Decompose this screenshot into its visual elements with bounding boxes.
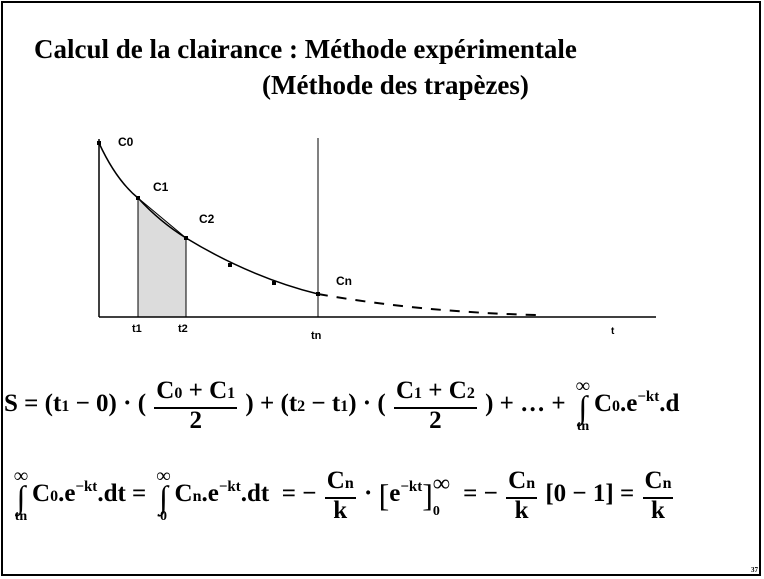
eq2-lim-lower: 0 — [432, 503, 440, 519]
label-c2: C2 — [199, 212, 215, 226]
eq2-exponent: −kt — [75, 479, 98, 496]
right-bracket-icon: ] — [422, 477, 433, 513]
eq1-frac2-den: 2 — [429, 407, 442, 434]
data-point — [184, 236, 188, 240]
eq1-frac1-num: C — [156, 377, 175, 404]
eq1-tail-b: .e — [620, 390, 638, 418]
eq1-term1-b: − 0) · ( — [75, 390, 147, 418]
eq2-bracket-result: [0 − 1] = — [545, 480, 635, 508]
decay-curve-extrapolation — [317, 293, 537, 316]
eq2-fraction-1: Cn k — [324, 467, 356, 524]
eq2-equals-minus-2: = − — [463, 480, 498, 508]
eq1-sub: 2 — [297, 398, 306, 416]
eq1-frac2-plus: + C — [428, 377, 467, 404]
eq2-int2-lower: 0 — [160, 508, 168, 524]
eq2-sub: n — [526, 475, 536, 492]
eq2-a-b: .e — [58, 480, 76, 508]
eq2-limits: ∞0 — [432, 470, 457, 519]
eq2-exponent: −kt — [218, 479, 241, 496]
data-point — [97, 141, 101, 145]
equation-area-sum: S = (t1 − 0) · ( C0 + C1 2 ) + (t2 − t1)… — [4, 374, 680, 434]
eq1-int-lower: tn — [576, 418, 590, 434]
eq2-integral-1: ∞ ∫ tn — [10, 464, 32, 524]
decay-curve-solid — [98, 142, 319, 295]
integral-sign-icon: ∫ — [159, 478, 168, 515]
eq2-frac3-den: k — [651, 497, 665, 524]
eq2-b-c: .dt — [240, 480, 270, 508]
eq2-integral-2: ∞ ∫ 0 — [153, 464, 175, 524]
eq1-frac2-num: C — [395, 377, 415, 404]
eq1-lhs: S — [4, 390, 18, 418]
eq2-sub: n — [192, 488, 202, 506]
eq2-dot: · — [363, 480, 373, 508]
label-t: t — [611, 326, 615, 337]
eq2-int2-upper: ∞ — [156, 464, 171, 487]
eq2-fraction-2: Cn k — [506, 467, 538, 524]
trapezoid-area — [137, 196, 187, 318]
eq2-a: C — [32, 480, 51, 508]
eq1-sub: 0 — [174, 385, 183, 402]
eq1-sub: 0 — [612, 398, 620, 416]
label-c0: C0 — [118, 135, 134, 149]
integral-sign-icon: ∫ — [16, 478, 26, 515]
data-point — [228, 263, 232, 267]
concentration-time-diagram: C0 C1 C2 Cn t1 t2 tn t — [97, 135, 656, 342]
label-cn: Cn — [336, 274, 352, 288]
eq1-term2-a: ) + (t — [245, 390, 298, 418]
eq1-sub: 1 — [227, 385, 236, 402]
eq2-frac2-den: k — [514, 497, 529, 524]
eq2-frac2-num: C — [508, 467, 527, 494]
eq1-term1-a: (t — [44, 390, 62, 418]
eq2-sub: n — [344, 475, 354, 492]
eq1-integral: ∞ ∫ tn — [572, 374, 594, 434]
eq1-sub: 1 — [340, 398, 349, 416]
eq2-fraction-3: Cn k — [642, 467, 674, 524]
integral-sign-icon: ∫ — [578, 388, 588, 425]
eq1-frac1-plus: + C — [188, 377, 228, 404]
eq1-term2-b: − t — [311, 390, 341, 418]
slide-title-line2: (Méthode des trapèzes) — [262, 70, 529, 100]
eq1-sub: 1 — [61, 398, 70, 416]
eq2-lim-upper: ∞ — [432, 470, 450, 497]
page-number: 37 — [751, 566, 758, 574]
eq2-frac3-num: C — [644, 467, 663, 494]
eq2-e: e — [389, 480, 401, 508]
label-t2: t2 — [178, 323, 188, 335]
left-bracket-icon: [ — [378, 477, 390, 513]
eq1-term2-c: ) · ( — [348, 390, 386, 418]
eq1-tail-c: .d — [659, 390, 680, 418]
label-t1: t1 — [132, 323, 142, 335]
eq2-b-b: .e — [201, 480, 219, 508]
eq2-sub: n — [662, 475, 672, 492]
eq2-int1-upper: ∞ — [13, 464, 29, 487]
eq1-fraction-2: C1 + C2 2 — [393, 377, 477, 434]
eq1-sub: 2 — [466, 385, 475, 402]
eq2-int1-lower: tn — [14, 508, 28, 524]
data-point — [272, 281, 276, 285]
label-c1: C1 — [153, 180, 169, 194]
eq2-frac1-num: C — [326, 467, 345, 494]
eq1-tail: C — [593, 390, 612, 418]
eq1-sub: 1 — [414, 385, 423, 402]
slide-title-line1: Calcul de la clairance : Méthode expérim… — [34, 34, 577, 64]
eq1-equals: = — [24, 390, 39, 418]
eq2-a-c: .dt = — [97, 480, 147, 508]
eq1-frac1-den: 2 — [189, 407, 202, 434]
eq1-exponent: −kt — [637, 389, 660, 406]
label-tn: tn — [311, 330, 322, 342]
eq2-sub: 0 — [50, 488, 59, 506]
eq1-fraction-1: C0 + C1 2 — [154, 377, 238, 434]
eq2-b: C — [174, 480, 193, 508]
eq2-exponent: −kt — [400, 479, 423, 496]
equation-integral-tail: ∞ ∫ tn C0.e−kt.dt = ∞ ∫ 0 Cn.e−kt.dt = −… — [10, 464, 675, 524]
eq2-equals-minus: = − — [281, 480, 317, 508]
eq1-int-upper: ∞ — [575, 374, 591, 397]
eq2-frac1-den: k — [333, 497, 348, 524]
data-point — [136, 196, 140, 200]
eq1-term3: ) + … + — [485, 390, 566, 418]
